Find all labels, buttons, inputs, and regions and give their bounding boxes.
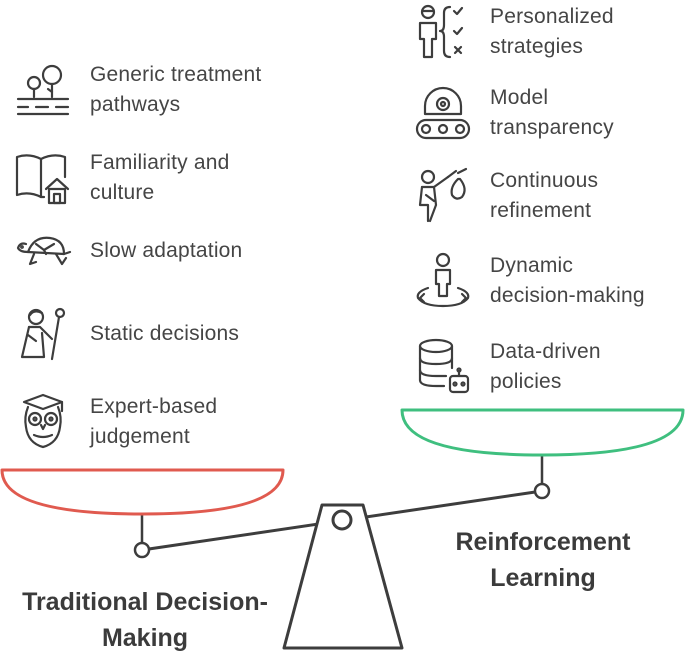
owl-icon: [14, 393, 72, 451]
right-title: Reinforcement Learning: [455, 528, 631, 592]
book-house-icon: [14, 149, 72, 207]
left-item-slow-adaptation: Slow adaptation: [14, 222, 242, 280]
database-robot-icon: [414, 338, 472, 396]
person-rotate-icon: [414, 252, 472, 310]
trees-road-icon: [14, 61, 72, 119]
person-bag-icon: [414, 167, 472, 225]
right-pivot: [533, 482, 551, 500]
left-title: Traditional Decision- Making: [22, 588, 268, 652]
statue-icon: [14, 305, 72, 363]
conveyor-icon: [414, 84, 472, 142]
turtle-icon: [14, 222, 72, 280]
person-checklist-icon: [414, 3, 472, 61]
left-pivot: [133, 541, 151, 559]
scale-fulcrum: [282, 503, 404, 650]
left-item-static-decisions: Static decisions: [14, 305, 239, 363]
fulcrum-pivot: [331, 509, 353, 531]
left-pan: [0, 468, 285, 516]
right-pan: [400, 408, 685, 457]
